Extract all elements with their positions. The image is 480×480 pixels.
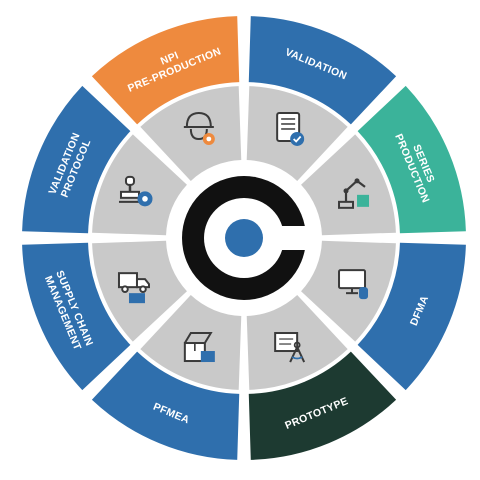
segment-dfma: DFMA [301,240,466,391]
segment-prototype-outer-band [248,351,397,460]
worker-helmet-gear-icon [183,111,215,145]
segment-supply-outer-band [22,242,131,391]
logo-center-dot [225,219,263,257]
segment-prototype: PROTOTYPE [246,295,397,460]
segment-dfma-outer-band [357,242,466,391]
segment-protocol-inner-panel [92,134,187,236]
certificate-document-icon [276,111,305,146]
segment-series-outer-band [357,85,466,234]
segment-validation: VALIDATION [246,16,397,181]
segment-pfmea: PFMEA [91,295,242,460]
segment-series-inner-panel [301,134,396,236]
segment-npi-outer-band [91,16,240,125]
computer-monitor-icon [338,269,369,300]
delivery-truck-icon [117,272,150,304]
segment-dfma-inner-panel [301,240,396,342]
segment-protocol-outer-band [22,85,131,234]
open-box-icon [183,332,215,363]
stamp-gear-icon [118,175,153,207]
blueprint-compass-icon [274,332,306,363]
segment-pfmea-outer-band [91,351,240,460]
robotic-arm-icon [338,178,370,209]
segment-validation-outer-band [248,16,397,125]
segment-supply-inner-panel [92,240,187,342]
central-logo [174,168,314,308]
